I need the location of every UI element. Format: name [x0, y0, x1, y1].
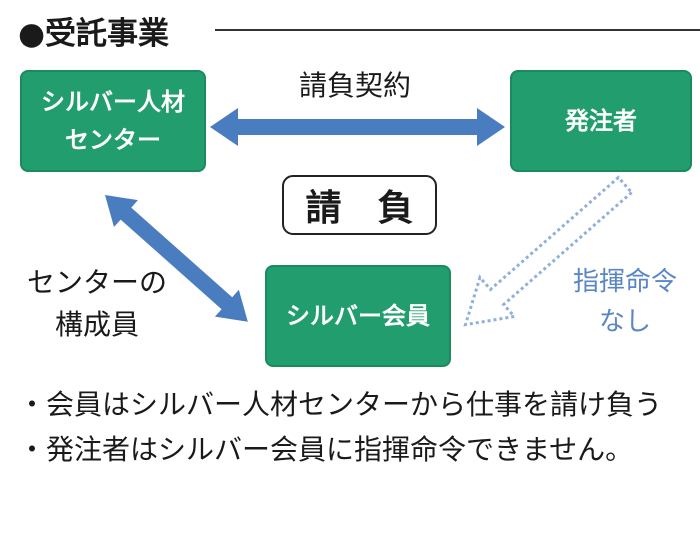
ukeoi-box: 請 負 [282, 175, 437, 235]
no-command-dotted-arrow [463, 175, 634, 327]
member-relation-label: センターの 構成員 [12, 262, 182, 346]
contract-label: 請負契約 [298, 69, 411, 102]
notes-list: ・会員はシルバー人材センターから仕事を請け負う ・発注者はシルバー会員に指揮命令… [18, 382, 694, 472]
no-command-line2: なし [598, 307, 651, 337]
no-command-label: 指揮命令 なし [552, 262, 698, 342]
note-item: ・発注者はシルバー会員に指揮命令できません。 [18, 433, 634, 466]
silver-member-label: シルバー会員 [286, 302, 430, 330]
member-relation-line2: 構成員 [54, 308, 139, 341]
no-command-line1: 指揮命令 [572, 267, 677, 297]
contract-double-arrow [210, 108, 505, 146]
client-box: 発注者 [510, 70, 692, 172]
client-label: 発注者 [565, 107, 637, 135]
membership-double-arrow [105, 195, 248, 322]
note-item: ・会員はシルバー人材センターから仕事を請け負う [18, 388, 663, 421]
silver-center-line2: センター [65, 126, 161, 154]
section-title: ●受託事業 [18, 16, 170, 52]
silver-center-line1: シルバー人材 [41, 88, 185, 116]
silver-member-box: シルバー会員 [265, 265, 451, 367]
member-relation-line1: センターの [26, 266, 167, 299]
silver-center-box: シルバー人材 センター [20, 70, 206, 172]
ukeoi-label: 請 負 [305, 188, 414, 229]
